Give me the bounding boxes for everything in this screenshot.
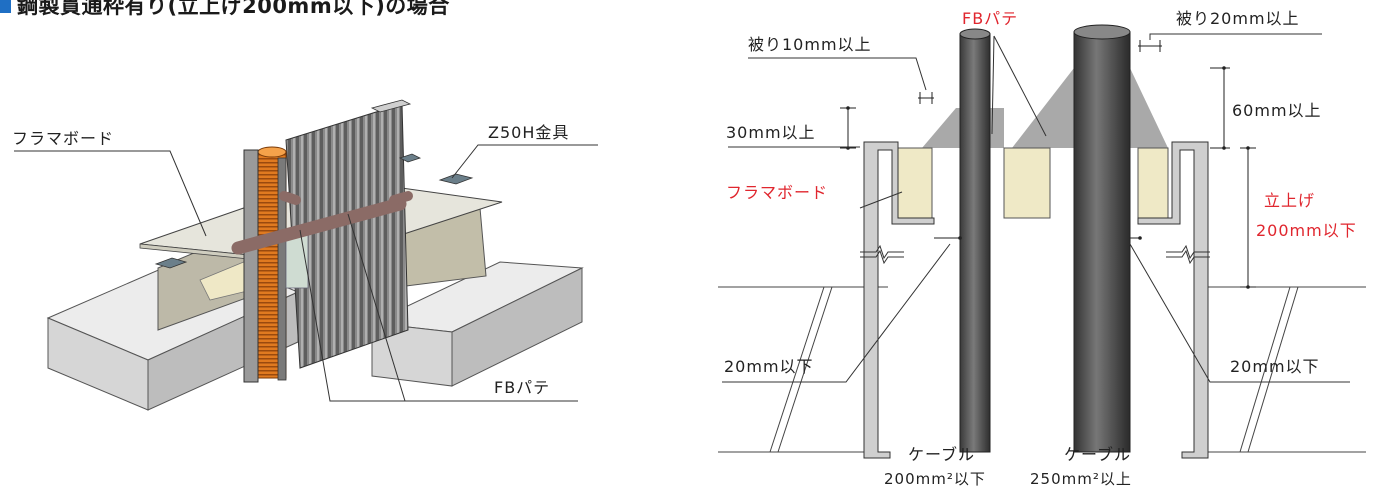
label-cable-left-size: 200mm²以下: [884, 470, 986, 488]
title-marker: [0, 0, 11, 13]
label-cover-20mm: 被り20mm以上: [1176, 9, 1300, 28]
putty-fill: [922, 68, 1168, 148]
title-text: 鋼製貫通枠有り(立上げ200mm以下)の場合: [17, 0, 450, 18]
putty-bands: [231, 191, 413, 255]
label-riser-max: 200mm以下: [1256, 221, 1357, 240]
left-diagram: フラマボード Z50H金具 FBパテ: [12, 99, 598, 411]
label-fire-board-right: フラマボード: [726, 183, 828, 202]
break-marks: [860, 244, 1210, 265]
dimension-dots: [846, 66, 1250, 289]
steel-channel: [243, 149, 287, 383]
label-gap-left: 20mm以下: [724, 357, 814, 376]
label-height-60mm: 60mm以上: [1232, 101, 1322, 120]
label-fire-board: フラマボード: [12, 129, 114, 148]
label-cable-right: ケーブル: [1064, 445, 1131, 464]
label-height-30mm: 30mm以上: [726, 123, 816, 142]
floor-lines: [718, 286, 1366, 453]
cable-right: [1073, 24, 1131, 453]
label-cover-10mm: 被り10mm以上: [748, 35, 872, 54]
label-cable-right-size: 250mm²以上: [1030, 470, 1132, 488]
label-fb-putty: FBパテ: [494, 378, 550, 397]
right-floor-slab: [370, 261, 584, 387]
right-diagram: 被り10mm以上 被り20mm以上 FBパテ 30mm以上 60mm以上 フラマ…: [718, 9, 1366, 488]
steel-frames: [863, 141, 1209, 459]
left-leader-lines: [14, 144, 598, 402]
right-leader-lines: [722, 33, 1350, 383]
cable-bundle: [285, 99, 412, 369]
label-fb-putty-right: FBパテ: [962, 9, 1018, 28]
label-cable-left: ケーブル: [908, 445, 975, 464]
label-gap-right: 20mm以下: [1230, 357, 1320, 376]
page-title: 鋼製貫通枠有り(立上げ200mm以下)の場合: [0, 0, 450, 19]
label-z50h-bracket: Z50H金具: [488, 123, 569, 142]
cable-left: [959, 28, 991, 453]
label-riser: 立上げ: [1264, 191, 1315, 210]
z50h-bracket: [154, 153, 474, 269]
